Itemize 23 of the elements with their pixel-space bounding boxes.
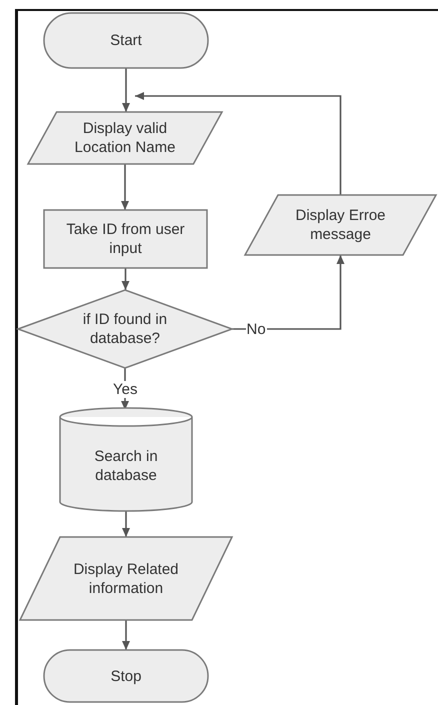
data-parallelogram: [20, 537, 232, 620]
node-label: Search in database: [93, 446, 159, 484]
decision-diamond: [18, 290, 232, 368]
node-label: if ID found in database?: [82, 310, 168, 348]
arrow: [232, 255, 344, 330]
arrow: [122, 511, 130, 537]
process-box: [44, 210, 207, 268]
arrow: [122, 68, 130, 112]
arrow: [121, 164, 129, 210]
node-label: Display Erroe message: [294, 206, 387, 244]
node-label: Display valid Location Name: [74, 119, 176, 157]
arrow: [122, 620, 130, 650]
node-label: Start: [110, 31, 142, 50]
database-cylinder: [60, 408, 192, 511]
edge-label: No: [246, 320, 267, 338]
data-parallelogram: [28, 112, 222, 164]
data-parallelogram: [245, 195, 436, 255]
node-label: Take ID from user input: [65, 220, 186, 258]
node-label: Stop: [110, 666, 142, 686]
arrow: [135, 92, 342, 195]
node-label: Display Related information: [72, 560, 180, 598]
edge-label: Yes: [112, 380, 138, 398]
arrow: [122, 268, 130, 290]
